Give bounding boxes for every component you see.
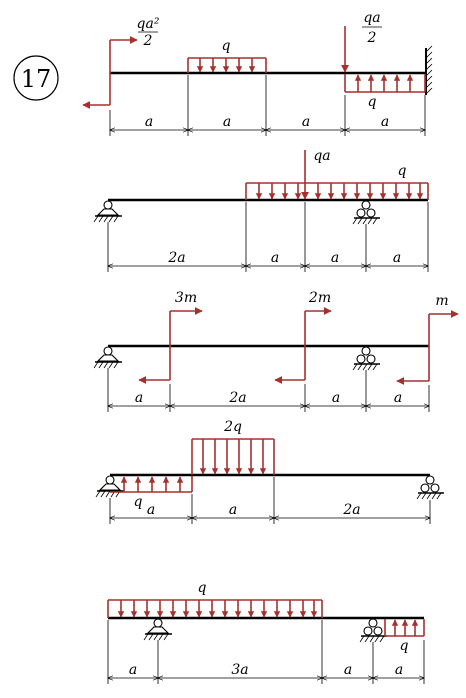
problem-number-badge: 17 bbox=[13, 55, 59, 101]
dist-load-label: q bbox=[198, 580, 207, 596]
dist-load-label: 2q bbox=[223, 419, 242, 435]
distributed-load-top: q bbox=[187, 38, 267, 73]
pin-support bbox=[93, 346, 122, 369]
distributed-load-bottom: q bbox=[384, 619, 425, 654]
dim-label: 2a bbox=[228, 390, 246, 406]
beam-2: q qa 2a a a a bbox=[93, 148, 429, 272]
dim-label: a bbox=[344, 662, 352, 678]
moment-label: qa² bbox=[137, 16, 160, 32]
distributed-load-bottom: q bbox=[344, 74, 426, 110]
moment-load-2m: 2m bbox=[274, 290, 332, 384]
roller-support bbox=[359, 618, 387, 643]
dim-label: a bbox=[332, 390, 340, 406]
dim-label: a bbox=[381, 114, 389, 130]
beam-4: 2q q a a 2a bbox=[95, 419, 444, 524]
dist-load-bottom-label: q bbox=[400, 638, 409, 654]
moment-label: 2m bbox=[308, 290, 331, 306]
fixed-support bbox=[425, 45, 433, 95]
svg-text:2: 2 bbox=[143, 33, 153, 49]
dist-load-label: q bbox=[222, 38, 231, 54]
svg-text:2: 2 bbox=[367, 30, 377, 46]
dim-label: 2a bbox=[167, 250, 185, 266]
dimension-line-5: a 3a a a bbox=[108, 620, 424, 684]
beam-5: q q a 3a a a bbox=[107, 580, 425, 684]
distributed-load-2q: 2q bbox=[191, 419, 275, 475]
dist-load-label: q bbox=[398, 163, 407, 179]
beam-1: qa² 2 q qa 2 bbox=[82, 10, 433, 136]
beam-3: 3m 2m m a 2a a a bbox=[93, 290, 459, 412]
dist-load-bottom-label: q bbox=[134, 494, 143, 510]
moment-load-qa2-2: qa² 2 bbox=[82, 16, 160, 109]
problem-number: 17 bbox=[21, 65, 52, 93]
dim-label: 2a bbox=[342, 502, 360, 518]
point-force-qa: qa bbox=[301, 148, 331, 200]
moment-load-m: m bbox=[396, 293, 459, 385]
dimension-line-4: a a 2a bbox=[110, 477, 430, 524]
dim-label: a bbox=[223, 114, 231, 130]
dim-label: 3a bbox=[231, 662, 248, 678]
dim-label: a bbox=[331, 250, 339, 266]
moment-label: m bbox=[435, 293, 448, 309]
roller-support bbox=[416, 475, 444, 500]
roller-support bbox=[352, 346, 380, 371]
dim-label: a bbox=[145, 114, 153, 130]
dimension-line-2: 2a a a a bbox=[108, 202, 428, 272]
roller-support bbox=[352, 200, 380, 225]
distributed-load-top: q bbox=[245, 163, 429, 200]
pin-support bbox=[95, 475, 124, 498]
dim-label: a bbox=[135, 390, 143, 406]
dim-label: a bbox=[393, 250, 401, 266]
dim-label: a bbox=[394, 390, 402, 406]
distributed-load-q-bottom: q bbox=[110, 476, 193, 510]
dim-label: a bbox=[229, 502, 237, 518]
dim-label: a bbox=[147, 502, 155, 518]
distributed-load-top: q bbox=[107, 580, 323, 618]
dim-label: a bbox=[302, 114, 310, 130]
point-force-label: qa bbox=[363, 10, 380, 26]
moment-label: 3m bbox=[175, 290, 197, 306]
pin-support bbox=[93, 200, 122, 223]
point-force-label: qa bbox=[313, 148, 330, 164]
dim-label: a bbox=[129, 662, 137, 678]
dist-load-bottom-label: q bbox=[368, 94, 377, 110]
dim-label: a bbox=[271, 250, 279, 266]
moment-load-3m: 3m bbox=[138, 290, 203, 384]
dimension-line-1: a a a a bbox=[110, 75, 425, 136]
point-force-qa-2: qa 2 bbox=[341, 10, 382, 73]
dimension-line-3: a 2a a a bbox=[108, 368, 429, 412]
pin-support bbox=[143, 618, 172, 641]
dim-label: a bbox=[395, 662, 403, 678]
